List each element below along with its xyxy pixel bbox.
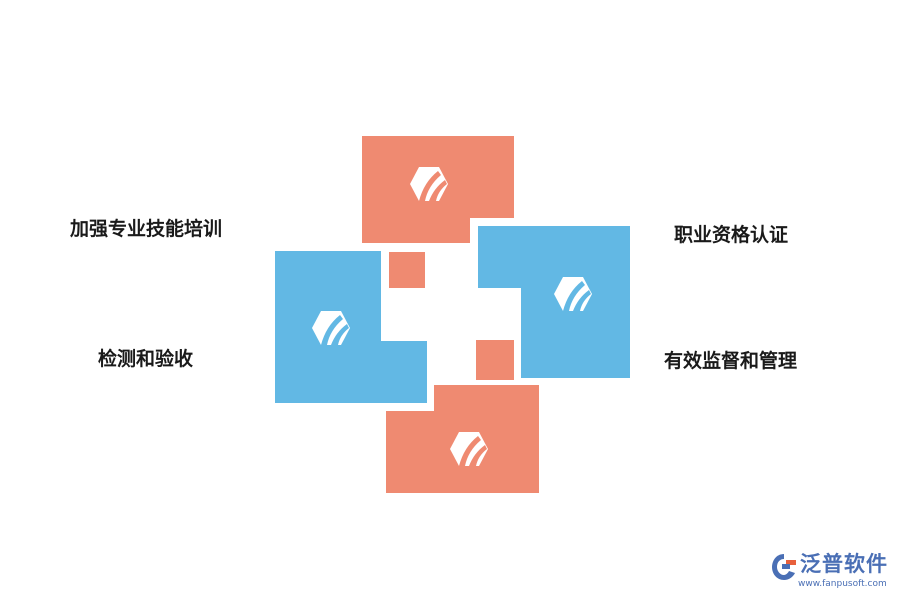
brand-logo-icon: [450, 432, 488, 466]
label-supervision-management: 有效监督和管理: [664, 350, 798, 372]
block-left-shape: [275, 251, 427, 403]
label-inspection-acceptance: 检测和验收: [98, 348, 194, 370]
fanpu-watermark: 泛普软件 www.fanpusoft.com: [766, 550, 894, 596]
block-left: [275, 251, 427, 403]
block-right-shape: [478, 226, 630, 378]
brand-logo-icon: [410, 167, 448, 201]
brand-logo-icon: [554, 277, 592, 311]
label-skill-training: 加强专业技能培训: [70, 218, 223, 240]
watermark-brand: 泛普软件: [800, 552, 888, 576]
fanpu-logo-icon: [772, 554, 796, 580]
block-right: [478, 226, 630, 378]
block-top: [362, 136, 514, 288]
label-qualification-certification: 职业资格认证: [674, 224, 789, 246]
brand-logo-icon: [312, 311, 350, 345]
block-bottom-stem: [476, 340, 514, 380]
block-top-stem: [389, 252, 425, 288]
block-bottom: [386, 340, 539, 493]
watermark-url: www.fanpusoft.com: [798, 579, 887, 589]
